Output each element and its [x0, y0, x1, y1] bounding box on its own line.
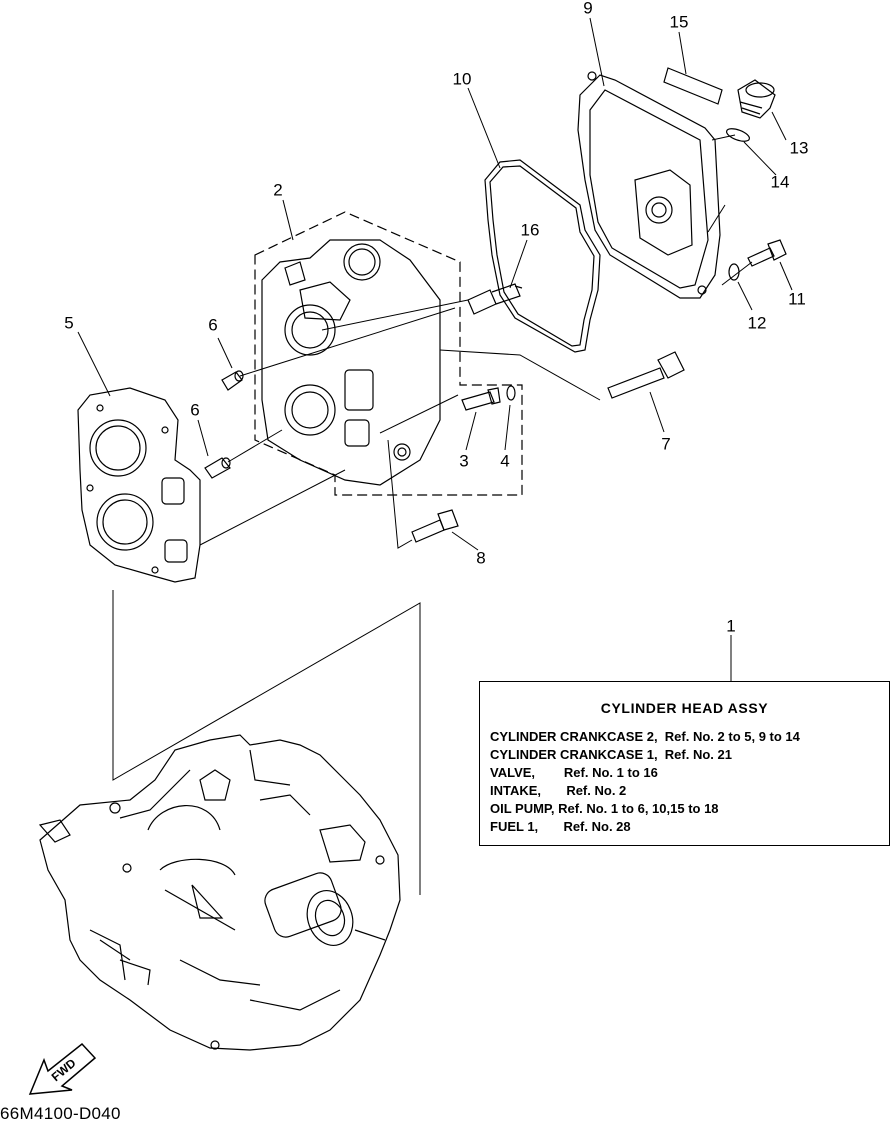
info-line: INTAKE, Ref. No. 2: [490, 783, 627, 798]
callout-9: 9: [583, 0, 593, 18]
callout-6-upper: 6: [208, 315, 218, 335]
info-line: CYLINDER CRANKCASE 1, Ref. No. 21: [490, 747, 732, 762]
info-box-title: CYLINDER HEAD ASSY: [600, 700, 769, 716]
info-line: CYLINDER CRANKCASE 2, Ref. No. 2 to 5, 9…: [490, 729, 800, 744]
callout-3: 3: [459, 451, 469, 471]
callout-8: 8: [476, 548, 486, 568]
cylinder-head: [254, 211, 523, 496]
callout-10: 10: [452, 69, 472, 89]
callout-14: 14: [770, 172, 790, 192]
dowel-pin-lower: [204, 457, 231, 479]
leader-lines: [77, 17, 793, 681]
callout-4: 4: [500, 451, 510, 471]
callout-12: 12: [747, 313, 767, 333]
dowel-pin-upper: [221, 370, 244, 391]
o-ring: [725, 128, 751, 142]
info-box-lines: CYLINDER CRANKCASE 2, Ref. No. 2 to 5, 9…: [490, 728, 800, 836]
callout-7: 7: [661, 434, 671, 454]
callout-1: 1: [726, 616, 736, 636]
bolt-8: [411, 509, 459, 543]
callout-13: 13: [789, 138, 809, 158]
callout-16: 16: [520, 220, 540, 240]
oil-filler-cap: [737, 79, 776, 119]
cylinder-head-gasket: [77, 387, 201, 583]
cover-gasket: [484, 159, 601, 353]
info-line: VALVE, Ref. No. 1 to 16: [490, 765, 658, 780]
assembly-info-box: CYLINDER HEAD ASSY CYLINDER CRANKCASE 2,…: [479, 681, 890, 846]
callout-2: 2: [273, 180, 283, 200]
document-code: 66M4100-D040: [0, 1104, 121, 1123]
washer: [728, 263, 740, 281]
callout-11: 11: [788, 289, 806, 309]
head-bolt: [607, 351, 685, 399]
spark-plug: [467, 283, 523, 315]
crankcase-block: [38, 734, 401, 1051]
info-line: FUEL 1, Ref. No. 28: [490, 819, 631, 834]
small-gasket: [506, 385, 516, 401]
callout-6-lower: 6: [190, 400, 200, 420]
callout-5: 5: [64, 313, 74, 333]
thermo-switch: [461, 387, 501, 411]
callout-15: 15: [669, 12, 689, 32]
info-line: OIL PUMP, Ref. No. 1 to 6, 10,15 to 18: [490, 801, 719, 816]
label-plate: [663, 67, 723, 105]
guide-lines: [112, 134, 753, 895]
fwd-arrow-icon: [28, 1042, 97, 1095]
cylinder-head-cover: [577, 71, 721, 299]
